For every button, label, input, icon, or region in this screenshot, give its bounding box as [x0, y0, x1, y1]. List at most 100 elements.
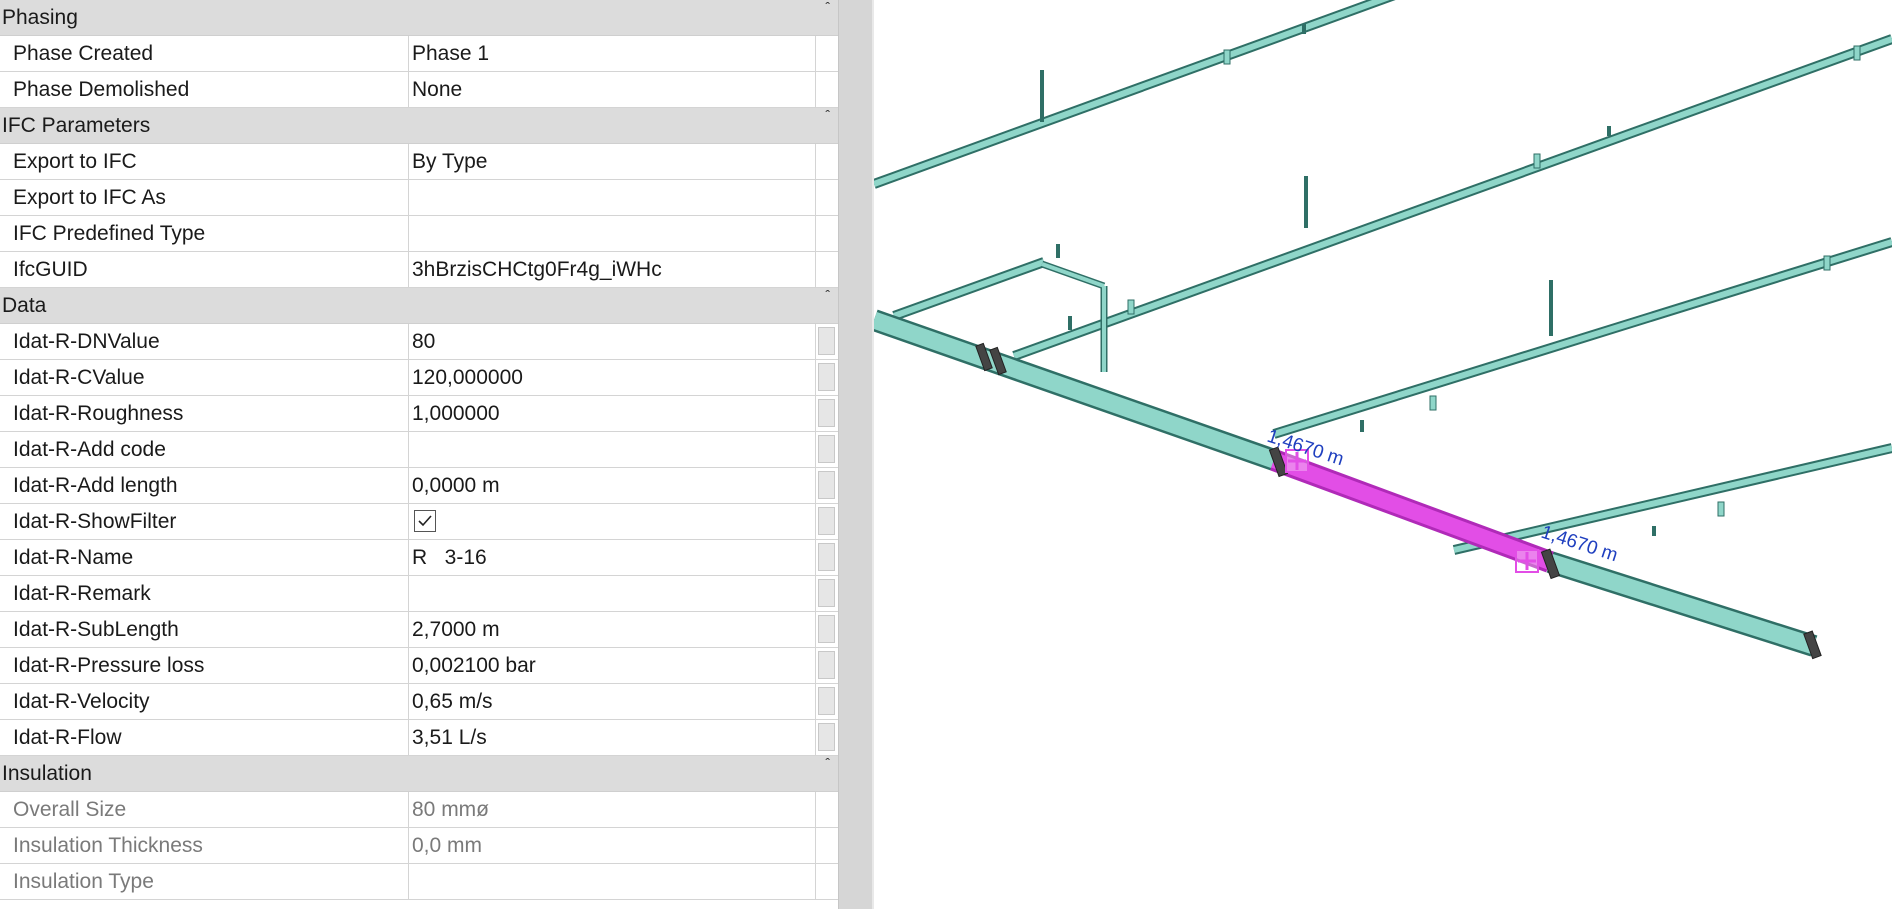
collapse-icon[interactable]: ˆ: [825, 107, 830, 123]
property-row-flow[interactable]: Idat-R-Flow 3,51 L/s: [0, 720, 838, 756]
property-row-export-to-ifc[interactable]: Export to IFC By Type: [0, 144, 838, 180]
property-row-insulation-thickness: Insulation Thickness 0,0 mm: [0, 828, 838, 864]
property-value[interactable]: [410, 432, 816, 467]
property-name: IfcGUID: [0, 252, 409, 287]
property-name: Export to IFC: [0, 144, 409, 179]
property-name: Idat-R-Pressure loss: [0, 648, 409, 683]
property-value[interactable]: Phase 1: [410, 36, 816, 71]
edit-button[interactable]: [818, 399, 835, 427]
pipe-coupling: [975, 45, 1861, 660]
property-name: Idat-R-Flow: [0, 720, 409, 755]
property-name: Idat-R-Roughness: [0, 396, 409, 431]
property-value[interactable]: 120,000000: [410, 360, 816, 395]
edit-button[interactable]: [818, 687, 835, 715]
group-title: Phasing: [2, 6, 78, 29]
group-insulation[interactable]: Insulation ˆ: [0, 755, 838, 792]
property-value[interactable]: [410, 216, 816, 251]
property-name: Phase Demolished: [0, 72, 409, 107]
property-row-export-to-ifc-as[interactable]: Export to IFC As: [0, 180, 838, 216]
property-row-add-length[interactable]: Idat-R-Add length 0,0000 m: [0, 468, 838, 504]
main-pipe[interactable]: [874, 309, 1818, 657]
property-name: Idat-R-Add code: [0, 432, 409, 467]
collapse-icon[interactable]: ˆ: [825, 0, 830, 15]
property-value[interactable]: 3,51 L/s: [410, 720, 816, 755]
property-value[interactable]: None: [410, 72, 816, 107]
property-name: Idat-R-CValue: [0, 360, 409, 395]
property-value[interactable]: [410, 576, 816, 611]
property-value[interactable]: 3hBrzisCHCtg0Fr4g_iWHc: [410, 252, 816, 287]
property-name: Insulation Thickness: [0, 828, 409, 863]
group-title: Insulation: [2, 762, 92, 785]
property-row-name[interactable]: Idat-R-Name R 3-16: [0, 540, 838, 576]
property-name: Insulation Type: [0, 864, 409, 899]
property-row-ifcguid[interactable]: IfcGUID 3hBrzisCHCtg0Fr4g_iWHc: [0, 252, 838, 288]
edit-button[interactable]: [818, 507, 835, 535]
edit-button[interactable]: [818, 651, 835, 679]
branch-pipe[interactable]: [1272, 237, 1892, 439]
property-row-showfilter[interactable]: Idat-R-ShowFilter: [0, 504, 838, 540]
property-name: Idat-R-Remark: [0, 576, 409, 611]
property-row-dnvalue[interactable]: Idat-R-DNValue 80: [0, 324, 838, 360]
branch-pipe[interactable]: [892, 257, 1046, 321]
property-value[interactable]: 80: [410, 324, 816, 359]
property-row-remark[interactable]: Idat-R-Remark: [0, 576, 838, 612]
property-row-phase-created[interactable]: Phase Created Phase 1: [0, 36, 838, 72]
property-row-cvalue[interactable]: Idat-R-CValue 120,000000: [0, 360, 838, 396]
property-name: Idat-R-ShowFilter: [0, 504, 409, 539]
property-row-pressure-loss[interactable]: Idat-R-Pressure loss 0,002100 bar: [0, 648, 838, 684]
property-name: Export to IFC As: [0, 180, 409, 215]
branch-pipe[interactable]: [874, 0, 1414, 189]
edit-button[interactable]: [818, 363, 835, 391]
property-name: Phase Created: [0, 36, 409, 71]
selected-pipe-segment[interactable]: [1270, 449, 1554, 573]
property-value: 0,0 mm: [410, 828, 816, 863]
group-title: Data: [2, 294, 47, 317]
properties-scrollbar[interactable]: [838, 0, 872, 909]
panel-divider[interactable]: [872, 0, 874, 909]
edit-button[interactable]: [818, 579, 835, 607]
property-value[interactable]: 2,7000 m: [410, 612, 816, 647]
showfilter-checkbox[interactable]: [414, 510, 436, 532]
property-value[interactable]: 1,000000: [410, 396, 816, 431]
checkmark-icon: [418, 515, 432, 527]
edit-button[interactable]: [818, 615, 835, 643]
edit-button[interactable]: [818, 435, 835, 463]
group-phasing[interactable]: Phasing ˆ: [0, 0, 838, 36]
3d-viewport[interactable]: 1,4670 m 1,4670 m: [874, 0, 1892, 909]
edit-button[interactable]: [818, 471, 835, 499]
property-value[interactable]: 0,0000 m: [410, 468, 816, 503]
property-name: IFC Predefined Type: [0, 216, 409, 251]
edit-button[interactable]: [818, 723, 835, 751]
property-row-ifc-predefined-type[interactable]: IFC Predefined Type: [0, 216, 838, 252]
group-title: IFC Parameters: [2, 114, 151, 137]
property-row-overall-size: Overall Size 80 mmø: [0, 792, 838, 828]
property-row-phase-demolished[interactable]: Phase Demolished None: [0, 72, 838, 108]
edit-button[interactable]: [818, 327, 835, 355]
sprinkler-riser[interactable]: [1040, 24, 1656, 536]
property-name: Idat-R-Add length: [0, 468, 409, 503]
property-value: [410, 504, 816, 539]
property-row-roughness[interactable]: Idat-R-Roughness 1,000000: [0, 396, 838, 432]
property-name: Idat-R-SubLength: [0, 612, 409, 647]
property-value[interactable]: R 3-16: [410, 540, 816, 575]
edit-button[interactable]: [818, 543, 835, 571]
property-row-velocity[interactable]: Idat-R-Velocity 0,65 m/s: [0, 684, 838, 720]
property-name: Idat-R-DNValue: [0, 324, 409, 359]
property-row-sublength[interactable]: Idat-R-SubLength 2,7000 m: [0, 612, 838, 648]
group-ifc-parameters[interactable]: IFC Parameters ˆ: [0, 107, 838, 144]
property-value[interactable]: [410, 180, 816, 215]
collapse-icon[interactable]: ˆ: [825, 755, 830, 771]
collapse-icon[interactable]: ˆ: [825, 287, 830, 303]
property-row-add-code[interactable]: Idat-R-Add code: [0, 432, 838, 468]
property-value[interactable]: By Type: [410, 144, 816, 179]
property-name: Overall Size: [0, 792, 409, 827]
property-value[interactable]: 0,002100 bar: [410, 648, 816, 683]
drop-pipe[interactable]: [1040, 260, 1108, 372]
group-data[interactable]: Data ˆ: [0, 287, 838, 324]
selection-grip[interactable]: [1515, 549, 1539, 573]
selection-grip[interactable]: [1285, 449, 1309, 473]
branch-pipe[interactable]: [1452, 443, 1892, 555]
pipe-model-drawing: 1,4670 m 1,4670 m: [874, 0, 1892, 660]
property-value[interactable]: 0,65 m/s: [410, 684, 816, 719]
branch-pipe[interactable]: [1012, 34, 1892, 361]
